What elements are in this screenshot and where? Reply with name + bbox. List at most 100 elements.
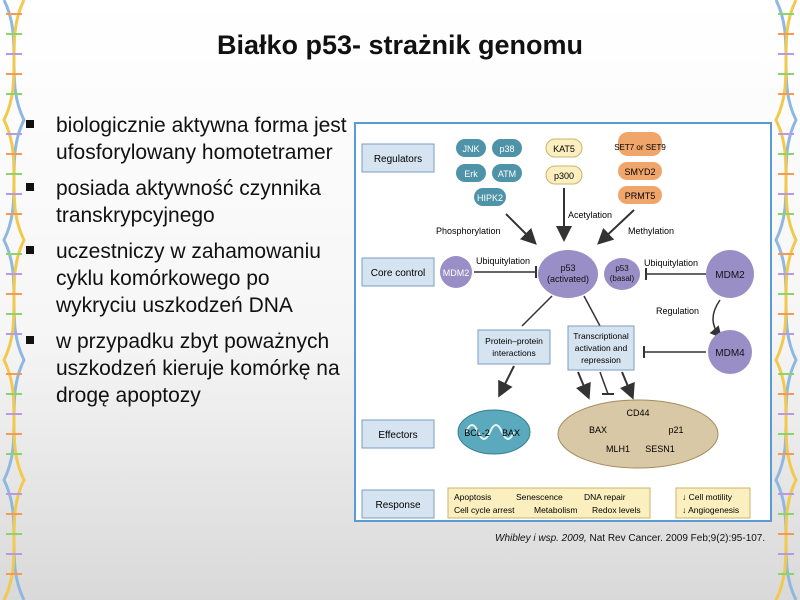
- slide-title: Białko p53- strażnik genomu: [216, 30, 584, 60]
- square-bullet-icon: [26, 120, 34, 128]
- bullet-text: posiada aktywność czynnika transkrypcyjn…: [56, 177, 321, 227]
- svg-text:ATM: ATM: [498, 169, 516, 179]
- svg-text:Senescence: Senescence: [516, 492, 563, 502]
- citation-authors: Whibley i wsp. 2009,: [495, 533, 587, 544]
- methyl-set7: SET7 or SET9: [614, 132, 666, 156]
- svg-text:Core control: Core control: [371, 268, 425, 279]
- svg-text:Metabolism: Metabolism: [534, 505, 577, 515]
- bullet-text: w przypadku zbyt poważnych uszkodzeń kie…: [56, 330, 340, 407]
- p53-pathway-figure: Regulators Core control Effectors Respon…: [354, 122, 772, 522]
- methylation-arrow: [597, 209, 635, 245]
- svg-text:Cell cycle arrest: Cell cycle arrest: [454, 505, 515, 515]
- kinase-jnk: JNK: [456, 139, 486, 157]
- svg-text:HIPK2: HIPK2: [477, 193, 503, 203]
- kinase-p38: p38: [492, 139, 522, 157]
- dna-border-right: [774, 0, 798, 600]
- p53-to-trans-line: [583, 295, 601, 327]
- phosphorylation-arrow: [505, 213, 537, 245]
- regulation-arrow: [709, 299, 722, 339]
- svg-text:Effectors: Effectors: [378, 430, 417, 441]
- square-bullet-icon: [26, 183, 34, 191]
- svg-text:Regulators: Regulators: [374, 154, 422, 165]
- svg-text:CD44: CD44: [626, 408, 649, 418]
- trans-repression-line: [599, 371, 609, 395]
- svg-text:p38: p38: [499, 144, 514, 154]
- svg-text:JNK: JNK: [462, 144, 479, 154]
- citation-source: Nat Rev Cancer. 2009 Feb;9(2):95-107.: [586, 533, 766, 544]
- bcl2-label: BCL-2: [464, 428, 490, 438]
- bullet-text: biologicznie aktywna forma jest ufosfory…: [56, 114, 347, 164]
- svg-text:interactions: interactions: [492, 348, 535, 358]
- trans-activation-arrow-2: [620, 371, 635, 400]
- svg-text:(basal): (basal): [610, 274, 635, 283]
- svg-text:DNA repair: DNA repair: [584, 492, 626, 502]
- svg-text:p300: p300: [554, 171, 574, 181]
- ppi-to-mito-arrow: [498, 365, 515, 398]
- mitochondrion-icon: [457, 409, 531, 455]
- svg-text:Redox levels: Redox levels: [592, 505, 641, 515]
- bullet-text: uczestniczy w zahamowaniu cyklu komórkow…: [56, 240, 321, 317]
- mdm2-right-node: MDM2: [706, 250, 754, 298]
- dna-border-left: [2, 0, 26, 600]
- svg-text:p53: p53: [615, 264, 629, 273]
- kinase-hipk2: HIPK2: [474, 188, 506, 206]
- citation: Whibley i wsp. 2009, Nat Rev Cancer. 200…: [495, 533, 765, 544]
- regulation-label: Regulation: [656, 306, 699, 316]
- p53-basal-node: p53 (basal): [604, 258, 640, 290]
- methyl-prmt5: PRMT5: [618, 186, 662, 204]
- methyl-smyd2: SMYD2: [618, 162, 662, 180]
- transcriptional-activation-box: Transcriptional activation and repressio…: [567, 325, 635, 371]
- svg-text:MDM2: MDM2: [715, 270, 745, 281]
- response-outcomes-box: Apoptosis Senescence DNA repair Cell cyc…: [447, 487, 651, 519]
- kinase-atm: ATM: [492, 164, 522, 182]
- target-genes-node: CD44 BAX p21 MLH1 SESN1: [557, 399, 719, 469]
- square-bullet-icon: [26, 246, 34, 254]
- svg-text:SMYD2: SMYD2: [624, 167, 655, 177]
- acetylation-label: Acetylation: [568, 210, 612, 220]
- p53-to-ppi-line: [521, 295, 553, 327]
- methylation-label: Methylation: [628, 226, 674, 236]
- mdm2-left-node: MDM2: [440, 256, 472, 288]
- kinase-erk: Erk: [456, 164, 486, 182]
- p53-activated-node: p53 (activated): [538, 250, 598, 298]
- svg-text:↓ Angiogenesis: ↓ Angiogenesis: [682, 505, 739, 515]
- svg-text:(activated): (activated): [547, 274, 589, 284]
- svg-text:MDM2: MDM2: [443, 268, 470, 278]
- phosphorylation-label: Phosphorylation: [436, 226, 501, 236]
- trans-activation-arrow-1: [576, 371, 591, 400]
- svg-text:SESN1: SESN1: [645, 444, 675, 454]
- mdm4-node: MDM4: [708, 330, 752, 374]
- svg-text:BAX: BAX: [589, 425, 607, 435]
- svg-text:Transcriptional: Transcriptional: [573, 331, 629, 341]
- svg-text:Protein–protein: Protein–protein: [485, 336, 543, 346]
- ubiquitylation-left-label: Ubiquitylation: [476, 256, 530, 266]
- svg-text:MLH1: MLH1: [606, 444, 630, 454]
- row-label-effectors: Effectors: [361, 419, 435, 449]
- acetyl-p300: p300: [545, 165, 583, 185]
- row-label-regulators: Regulators: [361, 143, 435, 173]
- bullet-item: biologicznie aktywna forma jest ufosfory…: [22, 112, 352, 166]
- protein-protein-interactions-box: Protein–protein interactions: [477, 329, 551, 365]
- svg-text:repression: repression: [581, 355, 621, 365]
- bax-mito-label: BAX: [502, 428, 520, 438]
- svg-text:KAT5: KAT5: [553, 144, 575, 154]
- svg-text:p53: p53: [560, 263, 575, 273]
- row-label-core-control: Core control: [361, 257, 435, 287]
- svg-text:Erk: Erk: [464, 169, 478, 179]
- ubiquitylation-right-label: Ubiquitylation: [644, 258, 698, 268]
- response-reduction-box: ↓ Cell motility ↓ Angiogenesis: [675, 487, 751, 519]
- bullet-item: uczestniczy w zahamowaniu cyklu komórkow…: [22, 238, 352, 319]
- p53-pathway-diagram: Regulators Core control Effectors Respon…: [361, 132, 754, 519]
- svg-text:MDM4: MDM4: [715, 348, 745, 359]
- svg-text:p21: p21: [668, 425, 683, 435]
- svg-text:SET7 or SET9: SET7 or SET9: [614, 143, 666, 152]
- square-bullet-icon: [26, 336, 34, 344]
- bullet-list: biologicznie aktywna forma jest ufosfory…: [22, 112, 352, 418]
- bullet-item: w przypadku zbyt poważnych uszkodzeń kie…: [22, 328, 352, 409]
- svg-text:activation and: activation and: [575, 343, 628, 353]
- svg-text:Apoptosis: Apoptosis: [454, 492, 491, 502]
- svg-text:↓ Cell motility: ↓ Cell motility: [682, 492, 733, 502]
- acetyl-kat5: KAT5: [545, 138, 583, 158]
- svg-text:PRMT5: PRMT5: [625, 191, 656, 201]
- svg-text:Response: Response: [375, 500, 420, 511]
